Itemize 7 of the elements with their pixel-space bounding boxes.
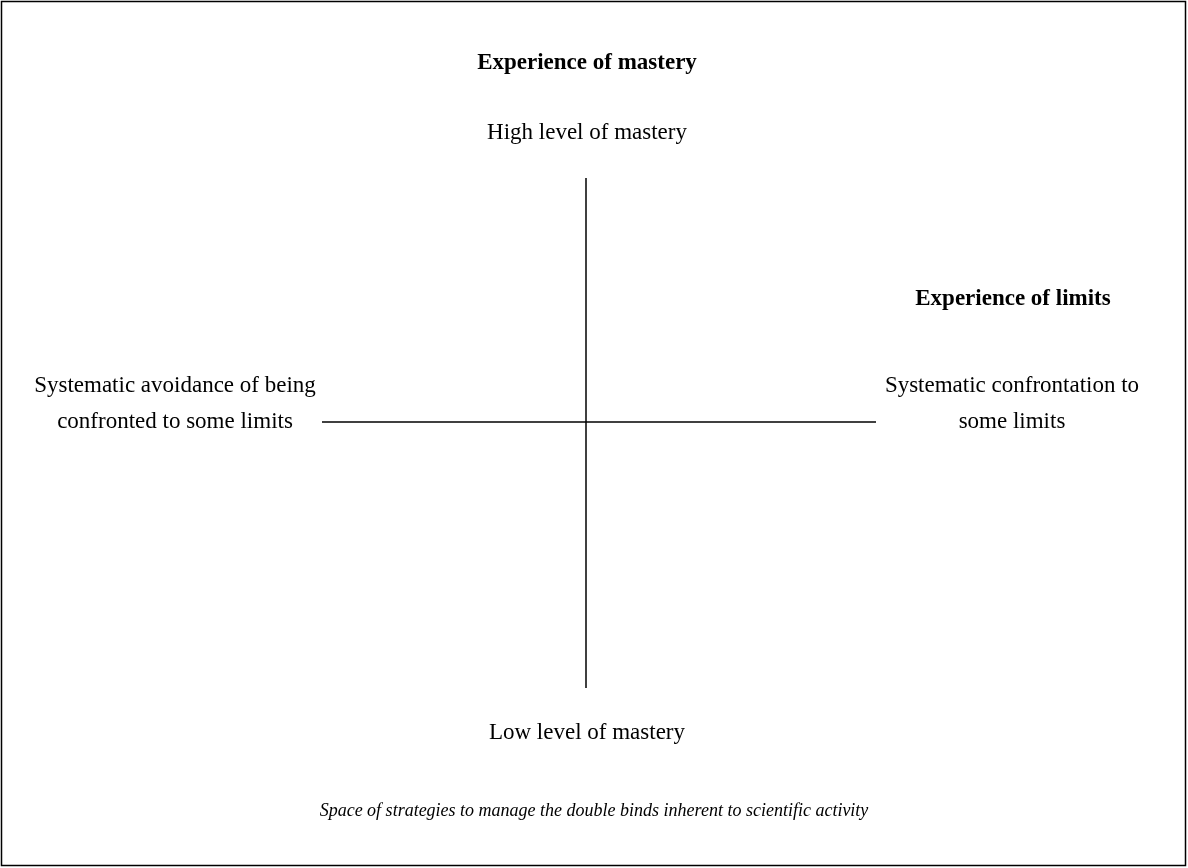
axis-pole-label: Systematic confrontation to some limits xyxy=(883,371,1141,435)
caption: Space of strategies to manage the double binds inherent to scientific activity xyxy=(318,799,870,822)
axis-pole-label: Systematic avoidance of being confronted to some limits xyxy=(33,371,317,435)
axis-heading: Experience of mastery xyxy=(476,48,698,76)
axis-heading: Experience of limits xyxy=(914,284,1112,312)
axis-pole-label: Low level of mastery xyxy=(487,718,687,746)
axis-pole-label: High level of mastery xyxy=(486,118,688,146)
